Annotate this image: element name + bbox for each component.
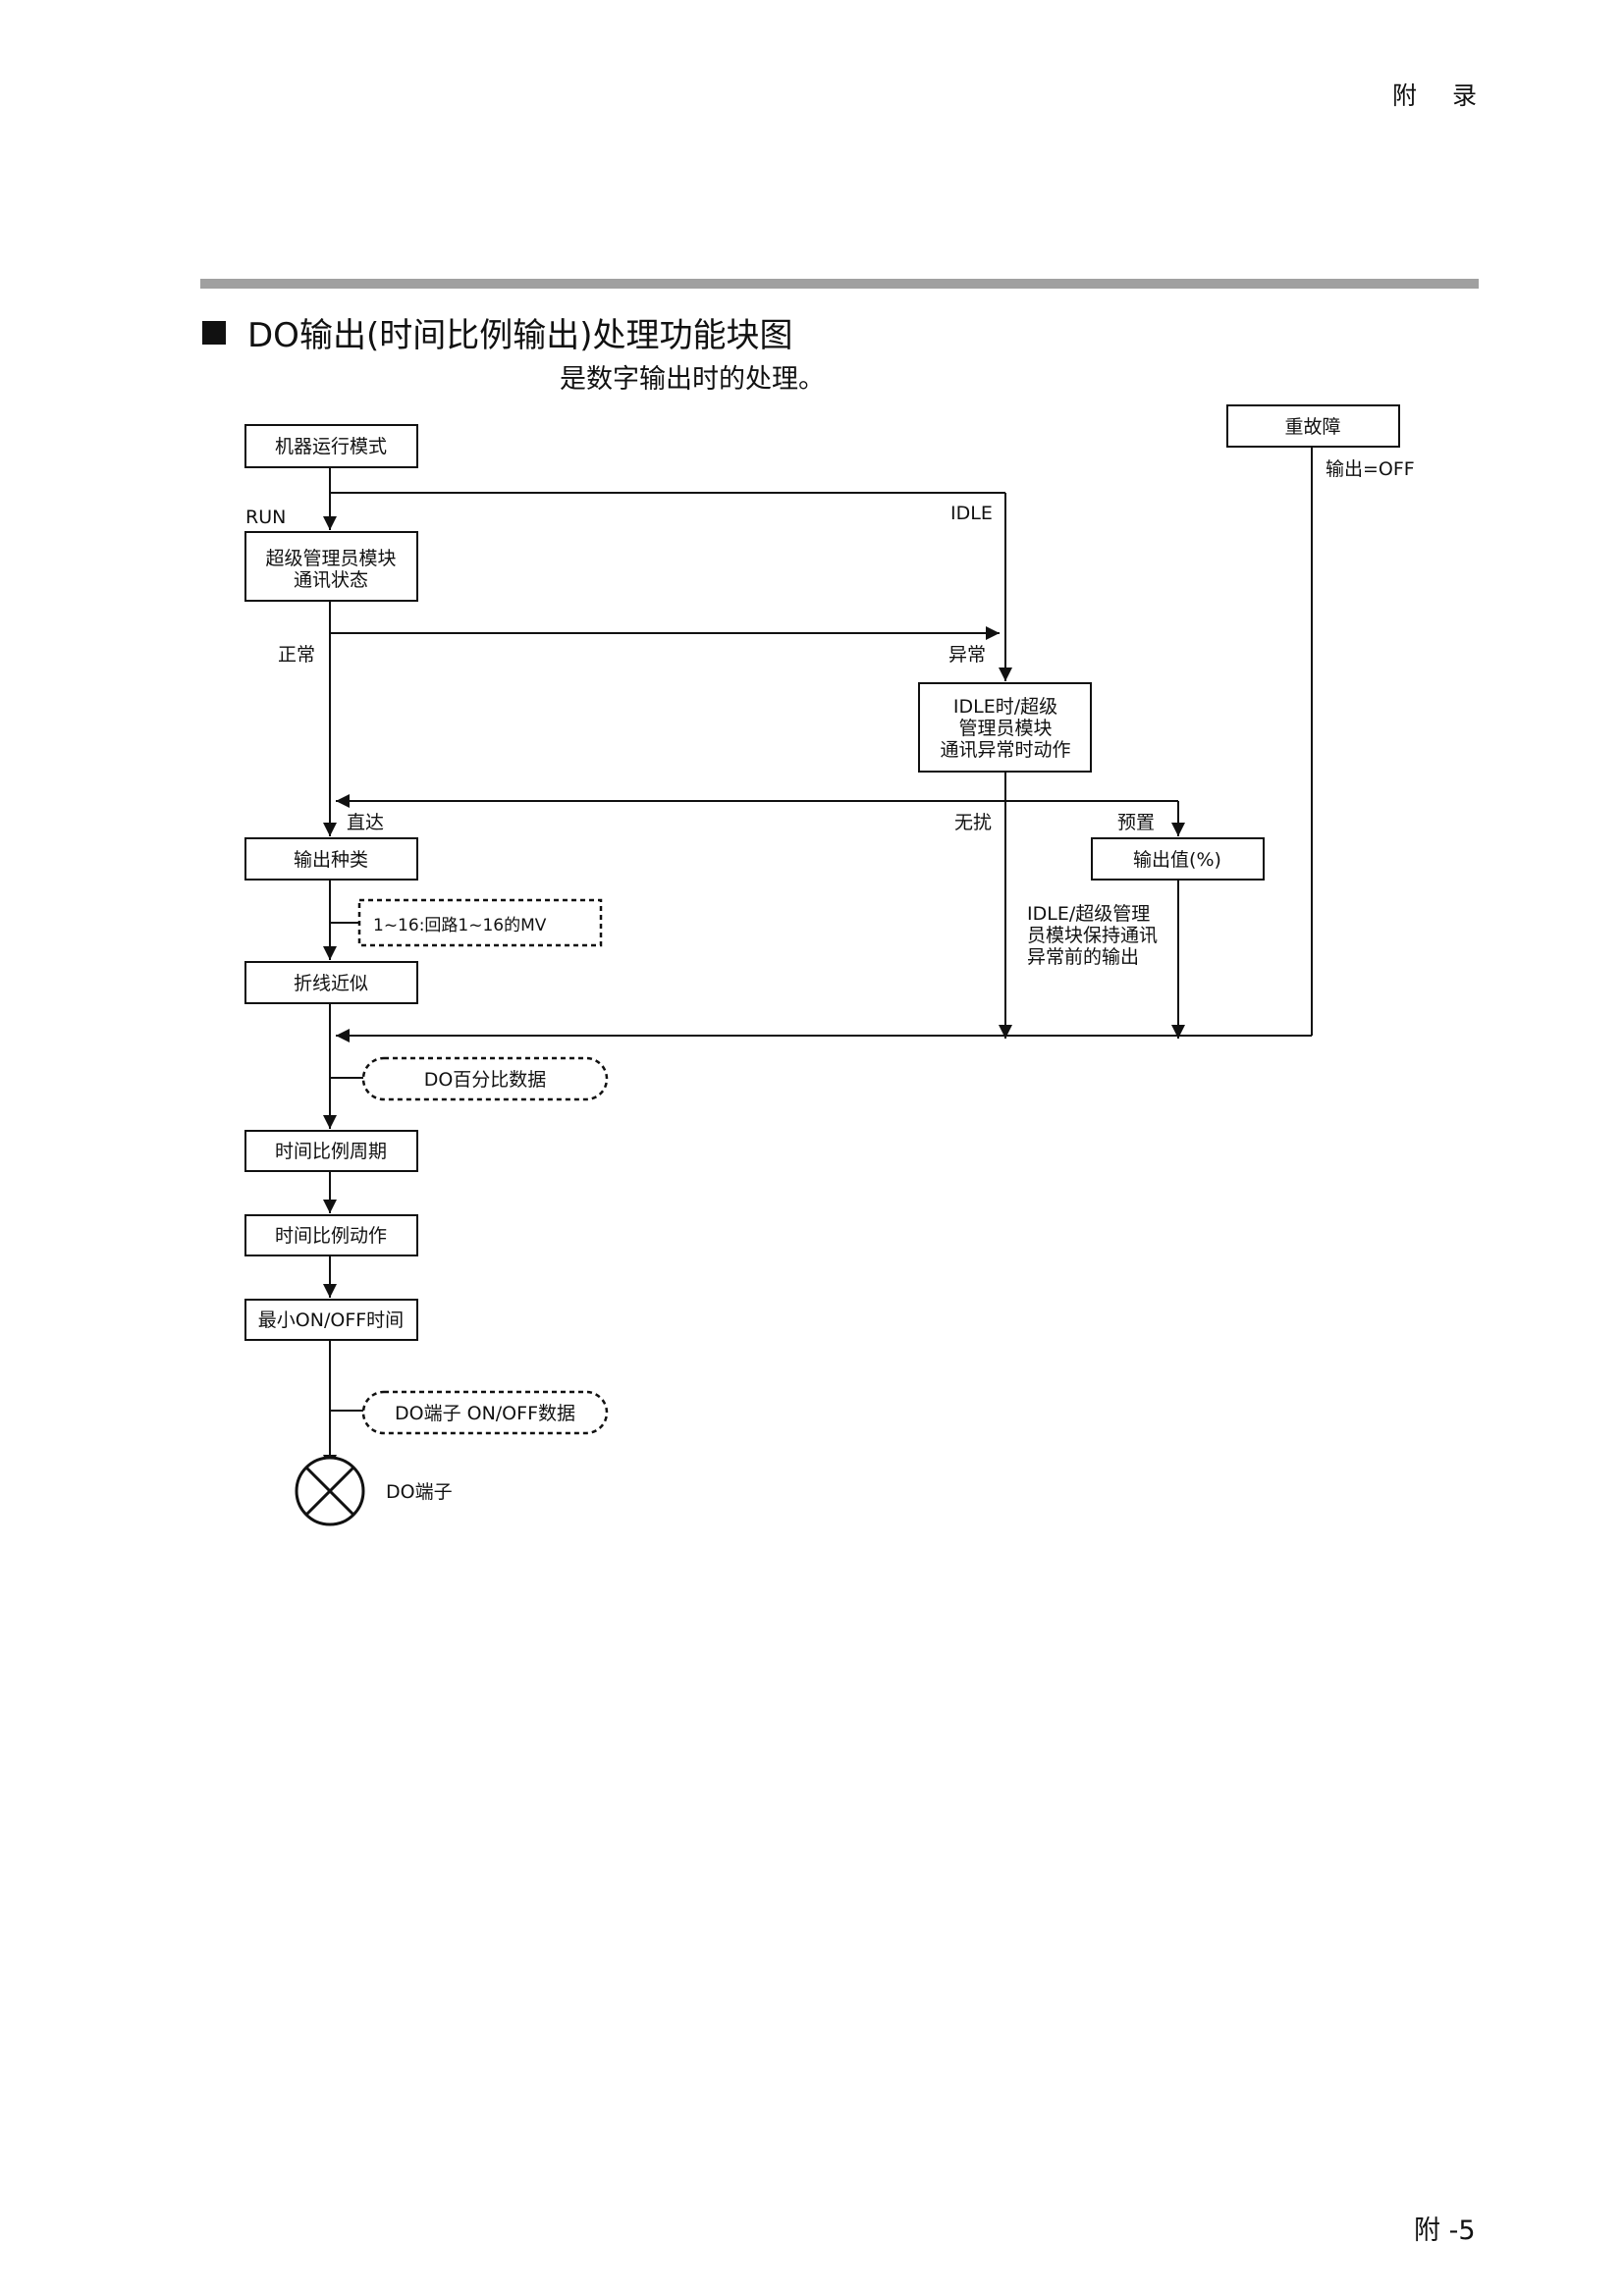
preset-label: 预置 (1117, 812, 1155, 833)
output-off-label: 输出=OFF (1326, 458, 1415, 480)
direct-label: 直达 (347, 812, 384, 833)
idle-action-label-1: IDLE时/超级 (953, 696, 1057, 718)
section-subtitle: 是数字输出时的处理。 (560, 364, 825, 395)
output-type-box (244, 837, 418, 881)
appendix-header: 附 录 (1392, 81, 1490, 110)
hold-output-label-3: 异常前的输出 (1027, 946, 1139, 968)
supervisor-status-box (244, 531, 418, 602)
run-mode-label: 机器运行模式 (275, 436, 387, 457)
polyline-approx-box (244, 961, 418, 1004)
supervisor-status-label-2: 通讯状态 (294, 569, 368, 591)
square-bullet-icon (202, 320, 226, 345)
tp-action-box (244, 1214, 418, 1256)
hold-output-label-2: 员模块保持通讯 (1027, 925, 1158, 946)
run-mode-box (244, 424, 418, 468)
section-title: DO输出(时间比例输出)处理功能块图 (202, 308, 792, 356)
do-terminal-data-label: DO端子 ON/OFF数据 (395, 1403, 575, 1424)
loop-mv-label: 1~16:回路1~16的MV (373, 916, 547, 935)
min-onoff-label: 最小ON/OFF时间 (258, 1309, 404, 1331)
idle-action-label-3: 通讯异常时动作 (940, 739, 1070, 761)
idle-action-label-2: 管理员模块 (958, 718, 1052, 739)
no-action-label: 无扰 (954, 812, 992, 833)
tp-action-label: 时间比例动作 (275, 1225, 387, 1247)
tp-cycle-box (244, 1130, 418, 1172)
do-terminal-data-box (361, 1390, 609, 1435)
supervisor-status-label-1: 超级管理员模块 (265, 548, 396, 569)
idle-action-box (918, 682, 1092, 773)
polyline-approx-label: 折线近似 (294, 973, 368, 994)
section-title-text: DO输出(时间比例输出)处理功能块图 (247, 316, 793, 355)
do-terminal-label: DO端子 (386, 1481, 453, 1503)
do-terminal-icon (295, 1456, 365, 1526)
idle-label: IDLE (950, 503, 993, 524)
loop-mv-data-box (357, 898, 603, 947)
output-type-label: 输出种类 (294, 849, 368, 871)
tp-cycle-label: 时间比例周期 (275, 1141, 387, 1162)
abnormal-label: 异常 (948, 644, 986, 666)
do-percent-data-box (361, 1056, 609, 1101)
fault-label: 重故障 (1284, 416, 1340, 438)
hold-output-label-1: IDLE/超级管理 (1027, 903, 1150, 925)
output-value-box (1091, 837, 1265, 881)
output-value-label: 输出值(%) (1133, 849, 1221, 871)
fault-box (1226, 404, 1400, 448)
section-divider (200, 279, 1479, 289)
normal-label: 正常 (278, 644, 315, 666)
min-onoff-box (244, 1299, 418, 1341)
page-number: 附 -5 (1414, 2216, 1476, 2246)
do-percent-label: DO百分比数据 (424, 1069, 547, 1091)
run-label: RUN (245, 507, 286, 528)
